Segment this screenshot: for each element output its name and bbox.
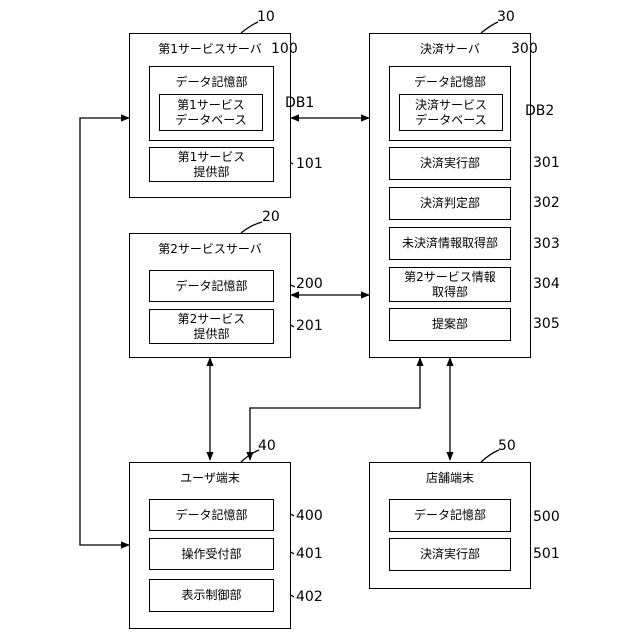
first-service-database: 第1サービス データベース bbox=[159, 94, 263, 131]
payment-execution-unit: 決済実行部 bbox=[389, 147, 511, 180]
store-terminal-title: 店舗端末 bbox=[370, 469, 530, 486]
leader-30 bbox=[481, 22, 498, 33]
store-data-storage: データ記憶部 bbox=[389, 499, 511, 532]
ref-30: 30 bbox=[497, 9, 515, 25]
proposal-unit: 提案部 bbox=[389, 308, 511, 341]
ref-300: 300 bbox=[511, 41, 538, 57]
ref-501: 501 bbox=[533, 546, 560, 562]
payment-judgment-unit: 決済判定部 bbox=[389, 187, 511, 220]
ref-201: 201 bbox=[296, 318, 323, 334]
ref-101: 101 bbox=[296, 156, 323, 172]
ref-301: 301 bbox=[533, 155, 560, 171]
leader-50 bbox=[481, 450, 499, 462]
payment-database: 決済サービス データベース bbox=[399, 94, 503, 131]
ref-500: 500 bbox=[533, 509, 560, 525]
second-service-server-title: 第2サービスサーバ bbox=[130, 240, 290, 257]
ref-305: 305 bbox=[533, 316, 560, 332]
payment-server-title: 決済サーバ bbox=[370, 40, 530, 57]
ref-100: 100 bbox=[271, 41, 298, 57]
payment-data-storage-label: データ記憶部 bbox=[390, 73, 510, 90]
ref-304: 304 bbox=[533, 276, 560, 292]
ref-db2: DB2 bbox=[525, 103, 554, 119]
user-data-storage: データ記憶部 bbox=[149, 499, 274, 531]
display-control-unit: 表示制御部 bbox=[149, 579, 274, 612]
first-service-provider: 第1サービス 提供部 bbox=[149, 147, 274, 182]
leader-10 bbox=[241, 22, 258, 33]
first-service-data-storage-label: データ記憶部 bbox=[150, 73, 273, 90]
ref-400: 400 bbox=[296, 508, 323, 524]
second-service-provider: 第2サービス 提供部 bbox=[149, 309, 274, 344]
ref-402: 402 bbox=[296, 589, 323, 605]
ref-50: 50 bbox=[498, 438, 516, 454]
leader-20 bbox=[241, 222, 262, 233]
ref-40: 40 bbox=[258, 438, 276, 454]
user-terminal-title: ユーザ端末 bbox=[130, 469, 290, 486]
second-service-info-acquisition-unit: 第2サービス情報 取得部 bbox=[389, 267, 511, 302]
ref-401: 401 bbox=[296, 546, 323, 562]
operation-reception-unit: 操作受付部 bbox=[149, 538, 274, 570]
ref-303: 303 bbox=[533, 236, 560, 252]
arrow-server1-user bbox=[80, 118, 129, 545]
unpaid-info-acquisition-unit: 未決済情報取得部 bbox=[389, 227, 511, 260]
second-service-data-storage: データ記憶部 bbox=[149, 270, 274, 302]
ref-200: 200 bbox=[296, 276, 323, 292]
ref-302: 302 bbox=[533, 195, 560, 211]
store-payment-execution-unit: 決済実行部 bbox=[389, 538, 511, 571]
ref-10: 10 bbox=[257, 9, 275, 25]
ref-20: 20 bbox=[262, 209, 280, 225]
ref-db1: DB1 bbox=[285, 95, 314, 111]
first-service-server-title: 第1サービスサーバ bbox=[130, 40, 290, 57]
